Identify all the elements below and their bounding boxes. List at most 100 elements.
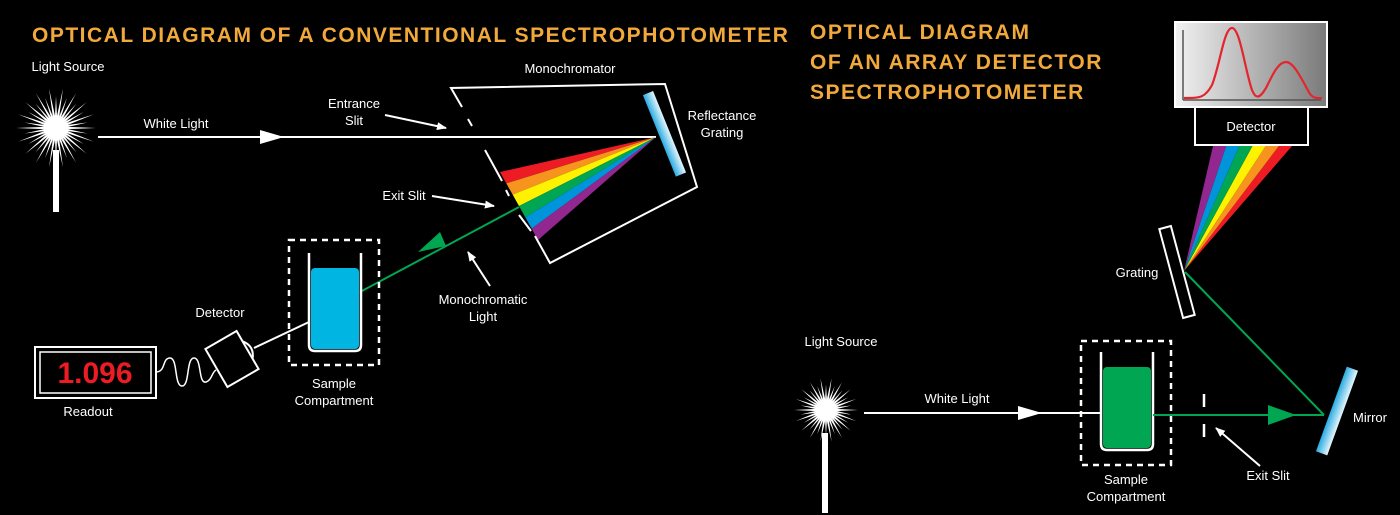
light-ray <box>24 122 57 130</box>
entrance-slit-pointer <box>384 114 447 131</box>
light-ray <box>25 126 58 154</box>
light-ray <box>36 127 58 163</box>
detector-label: Detector <box>195 305 245 320</box>
monochromator-box <box>449 82 699 265</box>
spectrum-fan <box>500 137 656 240</box>
cuvette <box>1099 352 1155 452</box>
light-ray <box>45 127 58 159</box>
detector-label: Detector <box>1226 119 1276 134</box>
light-ray <box>825 408 857 421</box>
readout-outer-frame <box>34 346 157 399</box>
reflectance-grating-label: Grating <box>701 125 744 140</box>
light-source-stem <box>822 433 828 513</box>
spectrum-band <box>512 137 656 206</box>
entrance-slit-label: Entrance <box>328 96 380 111</box>
monochromatic-light-label: Monochromatic <box>439 292 528 307</box>
reflectance-grating-label: Reflectance <box>688 108 757 123</box>
light-ray <box>54 103 77 130</box>
light-ray <box>25 102 58 130</box>
spectrum-band <box>1184 146 1227 271</box>
light-ray <box>54 93 76 129</box>
light-ray <box>795 399 827 412</box>
spectrum-band <box>531 137 656 240</box>
green-arrow-icon <box>1268 405 1296 425</box>
detector-beam <box>253 321 310 349</box>
light-ray <box>800 405 827 412</box>
spectrum-band <box>1184 146 1253 271</box>
spectrum-band <box>1184 146 1266 271</box>
right-title-line: SPECTROPHOTOMETER <box>810 81 1085 104</box>
spectrum-band <box>1184 146 1292 271</box>
light-ray <box>824 382 842 411</box>
mirror <box>1315 366 1359 456</box>
light-ray <box>18 114 57 130</box>
spectrum-graph <box>1174 21 1328 108</box>
monochromatic-light-pointer <box>467 251 491 287</box>
light-ray <box>35 126 58 153</box>
light-ray <box>54 88 63 129</box>
exit-slit-label: Exit Slit <box>1246 468 1290 483</box>
light-ray <box>803 397 827 412</box>
array-detector-spectrophotometer-panel: OPTICAL DIAGRAM OF AN ARRAY DETECTOR SPE… <box>794 21 1388 513</box>
light-ray <box>54 102 87 130</box>
light-ray <box>55 126 88 134</box>
light-source-icon <box>16 88 96 168</box>
left-title: OPTICAL DIAGRAM OF A CONVENTIONAL SPECTR… <box>32 24 789 47</box>
light-ray <box>824 378 832 411</box>
light-core <box>821 405 831 415</box>
spectrum-band <box>506 137 656 195</box>
sample-liquid <box>311 268 359 349</box>
spectrum-band <box>1184 146 1279 271</box>
array-detector-box <box>1194 106 1309 146</box>
light-core <box>51 123 61 133</box>
spectrum-band <box>1184 146 1240 271</box>
light-ray <box>817 409 828 435</box>
spectrum-fan <box>1184 146 1292 271</box>
spectrum-band <box>500 137 656 184</box>
green-arrow-icon <box>418 232 446 252</box>
light-ray <box>55 122 88 130</box>
reflected-beam <box>1184 271 1325 416</box>
beam-arrow-icon <box>260 130 284 144</box>
light-ray <box>810 409 828 438</box>
light-source-icon <box>794 378 858 442</box>
light-ray <box>801 389 828 412</box>
light-ray <box>54 97 67 129</box>
detector-icon <box>204 329 260 389</box>
light-source-label: Light Source <box>805 334 878 349</box>
light-ray <box>55 126 84 144</box>
reflectance-grating <box>642 90 687 177</box>
readout-display <box>39 351 152 394</box>
right-title-line: OPTICAL DIAGRAM <box>810 21 1030 44</box>
spectrum-band <box>519 137 656 218</box>
beam-arrow-icon <box>1018 406 1042 420</box>
light-source-label: Light Source <box>32 59 105 74</box>
monochromatic-beam <box>359 206 520 293</box>
readout-value: 1.096 <box>57 357 132 390</box>
light-ray <box>54 126 87 154</box>
light-ray <box>825 408 849 423</box>
right-title-line: OF AN ARRAY DETECTOR <box>810 51 1103 74</box>
exit-slit-label: Exit Slit <box>382 188 426 203</box>
sample-compartment-label: Sample <box>1104 472 1148 487</box>
spectrum-band <box>525 137 656 229</box>
conventional-spectrophotometer-panel: OPTICAL DIAGRAM OF A CONVENTIONAL SPECTR… <box>16 24 789 419</box>
sample-liquid <box>1103 367 1151 448</box>
sample-compartment <box>1079 339 1173 467</box>
light-ray <box>28 112 57 130</box>
detector-cable <box>155 357 217 387</box>
grating <box>1158 224 1196 320</box>
sample-compartment-label: Compartment <box>295 393 374 408</box>
sample-compartment <box>287 238 381 367</box>
readout-label: Readout <box>63 404 113 419</box>
light-ray <box>55 126 94 142</box>
white-light-label: White Light <box>924 391 989 406</box>
monochromatic-light-label: Light <box>469 309 498 324</box>
light-source-stem <box>53 150 59 212</box>
cuvette <box>307 253 363 353</box>
grating-label: Grating <box>1116 265 1159 280</box>
white-light-label: White Light <box>143 116 208 131</box>
sample-compartment-label: Compartment <box>1087 489 1166 504</box>
sample-compartment-label: Sample <box>312 376 356 391</box>
